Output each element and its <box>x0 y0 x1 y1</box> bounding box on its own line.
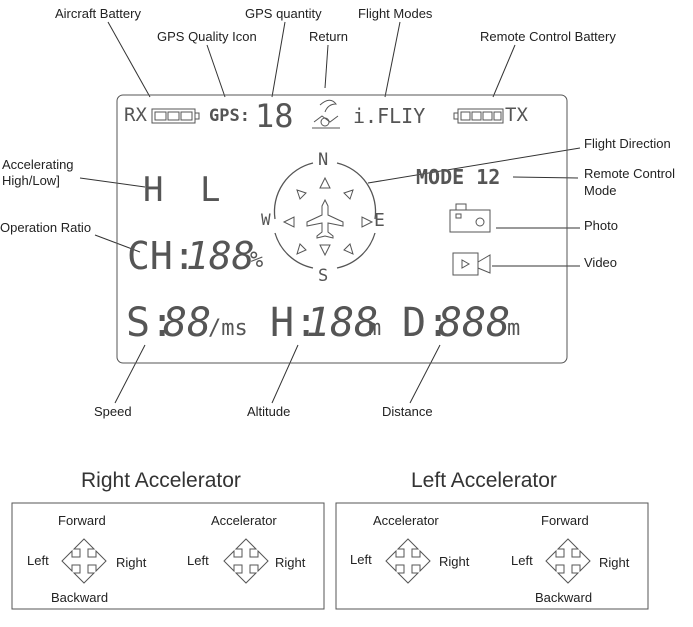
leader-altitude <box>271 344 299 404</box>
lcd-height-label: H: <box>270 300 319 346</box>
right-acc-right-1: Right <box>116 555 147 570</box>
lcd-speed-value: 88 <box>163 300 212 346</box>
label-distance: Distance <box>382 404 433 419</box>
return-icon <box>312 99 340 129</box>
lcd-speed-unit: /ms <box>208 316 248 341</box>
left-acc-backward: Backward <box>535 590 593 605</box>
video-icon <box>452 252 491 276</box>
lcd-gps-value: 18 <box>255 97 294 135</box>
label-accelerating-line1: Accelerating <box>2 157 74 172</box>
label-remote-control-mode-line2: Mode <box>584 183 617 198</box>
lcd-ch-unit: % <box>250 248 264 273</box>
right-accelerator-box <box>11 502 325 610</box>
left-acc-left-1: Left <box>350 552 372 567</box>
lcd-tx: TX <box>505 104 528 126</box>
lcd-compass-e: E <box>374 210 385 231</box>
dpad-icon-3 <box>385 538 431 584</box>
lcd-mode: MODE 12 <box>416 165 501 189</box>
label-photo: Photo <box>584 218 618 233</box>
lcd-compass-w: W <box>261 210 271 229</box>
lcd-low: L <box>200 170 221 210</box>
leader-rc-mode <box>512 176 579 179</box>
lcd-height-value: 188 <box>306 300 379 346</box>
compass-arrows <box>282 176 374 257</box>
label-return: Return <box>309 29 349 44</box>
lcd-flight-mode: i.FLIY <box>353 104 426 128</box>
label-aircraft-battery: Aircraft Battery <box>55 6 141 21</box>
label-remote-control-mode-line1: Remote Control <box>584 166 676 181</box>
right-acc-forward: Forward <box>58 513 106 528</box>
leader-flight-modes <box>384 21 401 98</box>
label-video: Video <box>584 255 618 270</box>
leader-gps-quantity <box>271 21 286 98</box>
dpad-icon-1 <box>61 538 107 584</box>
lcd-distance-value: 888 <box>438 300 511 346</box>
leader-aircraft-battery <box>107 21 151 98</box>
dpad-icon-4 <box>545 538 591 584</box>
compass-ring <box>273 162 377 269</box>
lcd-compass-s: S <box>318 266 329 286</box>
label-speed: Speed <box>94 404 132 419</box>
leader-speed <box>114 344 146 404</box>
right-acc-left-2: Left <box>187 553 209 568</box>
label-operation-ratio: Operation Ratio <box>0 220 92 235</box>
camera-icon <box>449 203 491 233</box>
label-accelerating-line2: High/Low] <box>2 173 60 188</box>
leader-return <box>324 44 329 89</box>
right-acc-accelerator: Accelerator <box>211 513 277 528</box>
left-acc-forward: Forward <box>541 513 589 528</box>
lcd-ch-label: CH: <box>127 234 196 278</box>
airplane-icon <box>306 198 344 239</box>
lcd-ch-value: 188 <box>186 234 255 278</box>
right-acc-right-2: Right <box>275 555 306 570</box>
leader-rc-battery <box>492 44 516 98</box>
lcd-rx: RX <box>124 104 147 126</box>
left-acc-right-2: Right <box>599 555 630 570</box>
label-remote-control-battery: Remote Control Battery <box>480 29 616 44</box>
lcd-height-unit: m <box>368 316 382 341</box>
left-acc-left-2: Left <box>511 553 533 568</box>
leader-accelerating <box>79 177 146 188</box>
lcd-speed-label: S: <box>126 300 175 346</box>
label-altitude: Altitude <box>247 404 291 419</box>
label-flight-modes: Flight Modes <box>358 6 433 21</box>
label-flight-direction: Flight Direction <box>584 136 671 151</box>
leader-flight-direction <box>367 147 581 184</box>
left-accelerator-box <box>335 502 649 610</box>
label-gps-quality-icon: GPS Quality Icon <box>157 29 257 44</box>
right-accelerator-title: Right Accelerator <box>81 469 241 492</box>
lcd-high: H <box>143 170 164 210</box>
left-accelerator-title: Left Accelerator <box>411 469 557 492</box>
leader-gps-quality <box>206 44 226 98</box>
rx-battery-icon <box>151 108 200 124</box>
dpad-icon-2 <box>223 538 269 584</box>
lcd-frame <box>116 94 568 364</box>
tx-battery-icon <box>453 108 504 124</box>
lcd-compass-n: N <box>318 150 329 170</box>
leader-distance <box>409 344 441 404</box>
right-acc-backward: Backward <box>51 590 109 605</box>
right-acc-left-1: Left <box>27 553 49 568</box>
left-acc-right-1: Right <box>439 554 470 569</box>
left-acc-accelerator: Accelerator <box>373 513 439 528</box>
lcd-distance-label: D: <box>402 300 451 346</box>
lcd-gps-label: GPS: <box>209 106 250 126</box>
lcd-distance-unit: m <box>507 316 521 341</box>
label-gps-quantity: GPS quantity <box>245 6 322 21</box>
